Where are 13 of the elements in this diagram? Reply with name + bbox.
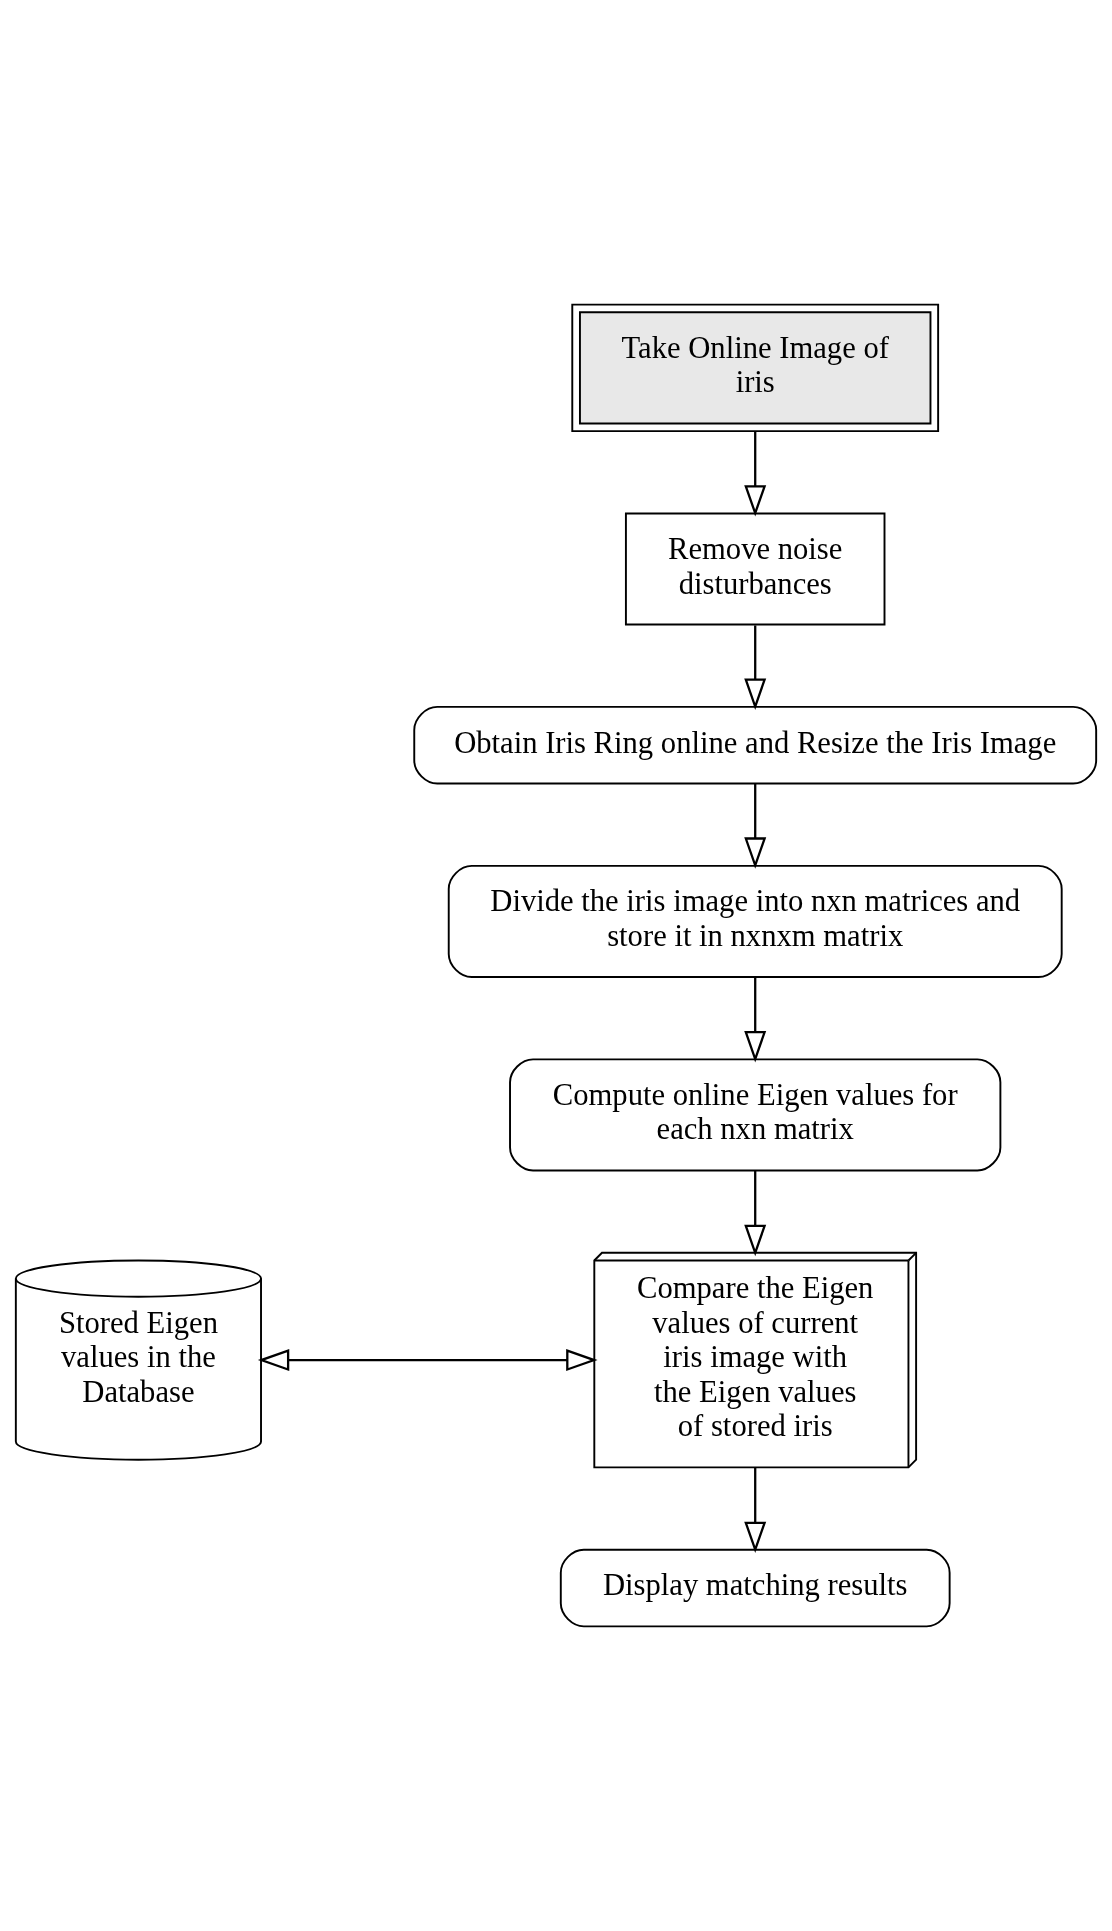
arrow (744, 783, 767, 869)
node-box: Divide the iris image into nxn matrices and store it in nxnxm matrix (447, 864, 1063, 978)
node-box: Display matching results (559, 1548, 951, 1628)
arrow (744, 1171, 767, 1257)
node-box: Obtain Iris Ring online and Resize the Iris Image (413, 705, 1098, 785)
arrow (744, 1467, 767, 1554)
arrow (744, 625, 767, 710)
node-box: Compute online Eigen values for each nxn matrix (509, 1058, 1002, 1172)
node-box: Take Online Image of iris (571, 303, 940, 433)
arrow (744, 977, 767, 1063)
arrow (744, 431, 767, 517)
node-box: Remove noise disturbances (624, 512, 886, 626)
arrow (257, 1349, 598, 1372)
